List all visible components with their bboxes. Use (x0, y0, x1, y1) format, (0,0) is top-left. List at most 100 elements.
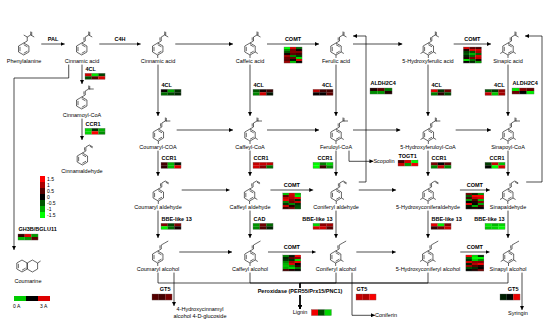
heatmap-frame (485, 223, 505, 229)
heatmap-cell (296, 55, 302, 57)
bond-line (31, 32, 32, 36)
bond-line (428, 51, 432, 53)
bond-line (153, 43, 163, 55)
reaction-arrow (174, 273, 175, 306)
bond-line (336, 201, 337, 204)
heatmap-cell (295, 199, 301, 201)
legend-value: -1 (47, 206, 51, 212)
bond-line (254, 181, 258, 183)
bond-line (157, 55, 158, 58)
heatmap-frame (431, 223, 451, 229)
heatmap-cell (289, 203, 295, 205)
compound-name: Coniferyl aldehyde (313, 204, 359, 211)
reaction-arrow (508, 211, 509, 238)
bond-line (89, 146, 92, 148)
heatmap-cell (469, 51, 475, 53)
bond-line (89, 89, 94, 90)
bond-line (257, 118, 258, 122)
bond-line (250, 183, 254, 189)
heatmap-cell (463, 49, 469, 51)
heatmap-cell (363, 294, 370, 300)
reaction-arrow (456, 130, 491, 131)
heatmap-cell (485, 89, 492, 92)
heatmap-frame (431, 89, 451, 95)
chemical-structure (319, 176, 353, 204)
chemical-structure (233, 238, 267, 266)
bond-line (161, 181, 165, 183)
heatmap-cell (290, 59, 296, 61)
compound-node: Cinnamic acid (141, 30, 176, 65)
heatmap-cell (478, 263, 484, 265)
heatmap-cell (313, 92, 320, 95)
bond-line (423, 43, 433, 55)
heatmap-cell (469, 59, 475, 61)
heatmap-cell (260, 226, 267, 229)
enzyme-label: COMT (283, 244, 300, 251)
reaction-arrow (460, 190, 490, 191)
heatmap-cell (463, 53, 469, 55)
bond-line (165, 121, 170, 122)
bond-line (420, 198, 423, 200)
heatmap-cell (161, 223, 168, 226)
heatmap-cell (444, 226, 451, 229)
bond-line (24, 51, 28, 53)
scale-label: 3 A (40, 303, 47, 309)
heatmap-cell (284, 55, 290, 57)
heatmap-cell (283, 269, 289, 271)
bond-line (164, 32, 165, 36)
bond-line (82, 161, 86, 163)
expression-heatmap (311, 310, 331, 316)
compound-node: Caffeyl-CoA (233, 116, 267, 151)
legend-value: -0.5 (47, 200, 56, 206)
heatmap-cell (296, 47, 302, 49)
expression-heatmap (152, 294, 172, 300)
bond-line (89, 35, 93, 37)
heatmap-cell (283, 199, 289, 201)
bond-line (158, 263, 159, 266)
bond-line (508, 253, 512, 255)
bond-line (157, 141, 158, 144)
heatmap-cell (283, 201, 289, 203)
heatmap-cell (266, 226, 273, 229)
expression-heatmap (485, 223, 505, 229)
bond-line (431, 121, 435, 123)
heatmap-cell (283, 257, 289, 259)
heatmap-frame (370, 88, 392, 94)
bond-line (343, 241, 347, 243)
heatmap-cell (289, 193, 295, 195)
reaction-arrow (158, 151, 159, 176)
heatmap-frame (283, 255, 301, 271)
bond-line (86, 145, 90, 147)
heatmap-cell (466, 205, 472, 207)
enzyme-label: BBE-like 13 (161, 216, 192, 223)
scale-cell (26, 296, 38, 301)
enzyme-label: 4CL (161, 82, 172, 89)
heatmap-frame (18, 234, 38, 240)
chemical-structure (141, 30, 175, 58)
scale-cell (38, 296, 50, 301)
bond-line (332, 133, 333, 137)
expression-heatmap (85, 73, 105, 79)
bond-line (432, 181, 436, 183)
bond-line (336, 37, 340, 43)
heatmap-cell (478, 193, 484, 195)
bond-line (158, 253, 162, 255)
chemical-structure (233, 116, 267, 144)
heatmap-cell (168, 162, 175, 165)
heatmap-cell (290, 53, 296, 55)
heatmap-cell (472, 197, 478, 199)
heatmap-cell (295, 205, 301, 207)
heatmap-frame (283, 193, 301, 209)
bond-line (160, 37, 161, 40)
heatmap-cell (478, 207, 484, 209)
heatmap-cell (266, 162, 273, 165)
bond-line (341, 198, 344, 200)
bond-line (332, 255, 333, 259)
heatmap-cell (472, 255, 478, 257)
heatmap-cell (475, 51, 481, 53)
heatmap-cell (92, 131, 99, 134)
bond-line (430, 245, 431, 248)
expression-heatmap (485, 89, 505, 95)
enzyme-label: BBE-like 13 (474, 216, 505, 223)
enzyme-label: 4CL (322, 82, 333, 89)
